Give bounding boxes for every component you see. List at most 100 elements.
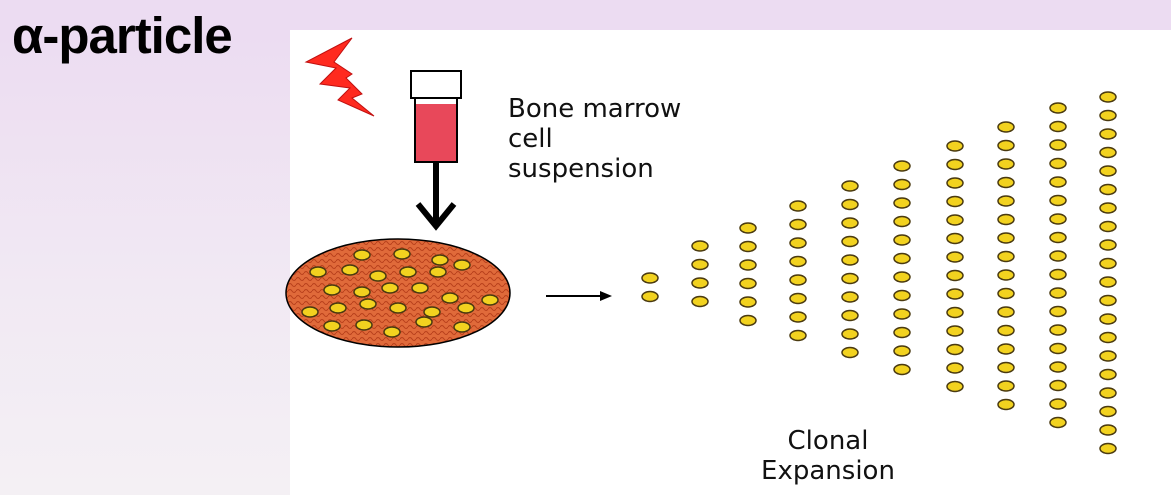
cell-icon — [382, 283, 398, 293]
cell-icon — [310, 267, 326, 277]
cell-icon — [356, 320, 372, 330]
cell-icon — [740, 242, 756, 252]
cell-icon — [790, 331, 806, 341]
cell-icon — [894, 346, 910, 356]
cell-icon — [998, 344, 1014, 354]
cell-icon — [354, 250, 370, 260]
down-arrow-icon — [418, 162, 454, 226]
cell-icon — [1100, 277, 1116, 287]
clonal-cells — [642, 92, 1116, 454]
cell-icon — [998, 252, 1014, 262]
cell-icon — [1050, 159, 1066, 169]
cell-icon — [947, 178, 963, 188]
cell-icon — [1050, 418, 1066, 428]
cell-icon — [642, 273, 658, 283]
cell-icon — [1050, 196, 1066, 206]
cell-icon — [894, 217, 910, 227]
cell-icon — [1050, 270, 1066, 280]
cell-icon — [1050, 325, 1066, 335]
cell-icon — [1100, 370, 1116, 380]
cell-icon — [1050, 122, 1066, 132]
cell-icon — [1050, 233, 1066, 243]
cell-icon — [947, 197, 963, 207]
expansion-label-line2: Expansion — [718, 456, 938, 486]
cell-icon — [394, 249, 410, 259]
cell-icon — [1100, 129, 1116, 139]
cell-icon — [1050, 177, 1066, 187]
cell-icon — [1100, 185, 1116, 195]
cell-icon — [330, 303, 346, 313]
cell-icon — [998, 196, 1014, 206]
cell-icon — [842, 274, 858, 284]
cell-icon — [342, 265, 358, 275]
cell-icon — [1100, 166, 1116, 176]
cell-icon — [894, 235, 910, 245]
cell-icon — [1100, 333, 1116, 343]
cell-icon — [390, 303, 406, 313]
cell-icon — [692, 260, 708, 270]
cell-icon — [790, 238, 806, 248]
cell-icon — [842, 329, 858, 339]
cell-icon — [1050, 399, 1066, 409]
cell-icon — [482, 295, 498, 305]
cell-icon — [842, 292, 858, 302]
cell-icon — [842, 348, 858, 358]
cell-icon — [454, 260, 470, 270]
cell-icon — [998, 270, 1014, 280]
cell-icon — [430, 267, 446, 277]
cell-icon — [302, 307, 318, 317]
cell-icon — [998, 233, 1014, 243]
cell-icon — [1100, 240, 1116, 250]
cell-icon — [1050, 381, 1066, 391]
cell-icon — [894, 328, 910, 338]
cell-icon — [947, 382, 963, 392]
cell-icon — [1050, 140, 1066, 150]
cell-icon — [740, 316, 756, 326]
right-arrow-icon — [546, 291, 612, 301]
cell-icon — [842, 181, 858, 191]
cell-icon — [894, 365, 910, 375]
cell-icon — [324, 321, 340, 331]
suspension-label: Bone marrow cell suspension — [508, 94, 681, 184]
cell-icon — [998, 215, 1014, 225]
cell-icon — [790, 275, 806, 285]
cell-icon — [947, 271, 963, 281]
cell-icon — [947, 326, 963, 336]
cell-icon — [947, 160, 963, 170]
cell-icon — [1100, 444, 1116, 454]
cell-icon — [400, 267, 416, 277]
cell-icon — [1050, 251, 1066, 261]
cell-icon — [692, 297, 708, 307]
cell-icon — [442, 293, 458, 303]
cell-icon — [1100, 425, 1116, 435]
cell-icon — [1050, 214, 1066, 224]
culture-dish-icon — [286, 239, 510, 347]
cell-icon — [354, 287, 370, 297]
cell-icon — [1050, 344, 1066, 354]
cell-icon — [947, 141, 963, 151]
cell-icon — [947, 308, 963, 318]
cell-icon — [360, 299, 376, 309]
cell-icon — [947, 252, 963, 262]
cell-icon — [384, 327, 400, 337]
cell-icon — [1100, 388, 1116, 398]
cell-icon — [1050, 307, 1066, 317]
cell-icon — [998, 289, 1014, 299]
cell-icon — [998, 141, 1014, 151]
test-tube-icon — [411, 71, 461, 162]
cell-icon — [1100, 351, 1116, 361]
cell-icon — [998, 363, 1014, 373]
cell-icon — [692, 241, 708, 251]
cell-icon — [370, 271, 386, 281]
cell-icon — [1050, 362, 1066, 372]
cell-icon — [998, 159, 1014, 169]
cell-icon — [842, 255, 858, 265]
cell-icon — [947, 345, 963, 355]
cell-icon — [842, 218, 858, 228]
cell-icon — [998, 400, 1014, 410]
cell-icon — [790, 257, 806, 267]
cell-icon — [1100, 314, 1116, 324]
cell-icon — [1100, 92, 1116, 102]
cell-icon — [1050, 103, 1066, 113]
